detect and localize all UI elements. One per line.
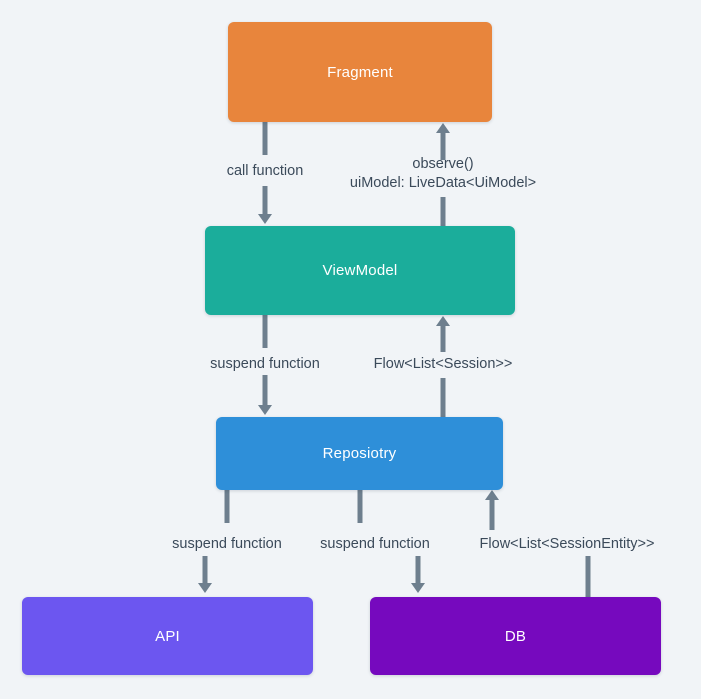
edge-viewmodel-to-fragment-shaft-lower bbox=[440, 197, 446, 226]
edge-fragment-to-viewmodel-shaft-upper bbox=[262, 122, 268, 155]
edge-viewmodel-to-fragment-shaft-upper bbox=[440, 133, 446, 160]
edge-fragment-to-viewmodel-shaft-lower bbox=[262, 186, 268, 216]
edge-repository-to-viewmodel-shaft-lower bbox=[440, 378, 446, 417]
edge-fragment-to-viewmodel-arrowhead bbox=[258, 214, 272, 224]
edge-label-observe-line1: observe() bbox=[412, 156, 474, 172]
edge-label-suspend-function-vm-repo: suspend function bbox=[210, 356, 320, 372]
edge-repository-to-api-shaft-upper bbox=[224, 490, 230, 523]
edge-label-observe-line2: uiModel: LiveData<UiModel> bbox=[349, 175, 537, 191]
edge-repository-to-viewmodel-shaft-upper bbox=[440, 326, 446, 352]
node-repository-label: Reposiotry bbox=[322, 445, 397, 462]
edge-repository-to-db-arrowhead bbox=[411, 583, 425, 593]
edge-viewmodel-to-fragment-arrowhead bbox=[436, 123, 450, 133]
edge-label-observe: observe() uiModel: LiveData<UiModel> bbox=[350, 155, 536, 193]
edge-repository-to-api-shaft-lower bbox=[202, 556, 208, 585]
node-api-label: API bbox=[155, 627, 180, 645]
edge-label-call-function: call function bbox=[226, 163, 304, 179]
node-api[interactable]: API bbox=[22, 597, 313, 675]
edge-label-suspend-function-repo-api: suspend function bbox=[172, 536, 282, 552]
edge-label-flow-list-sessionentity: Flow<List<SessionEntity>> bbox=[479, 536, 655, 552]
edge-label-suspend-function-repo-db: suspend function bbox=[320, 536, 430, 552]
edge-repository-to-viewmodel-arrowhead bbox=[436, 316, 450, 326]
edge-repository-to-db-shaft-lower bbox=[415, 556, 421, 585]
node-db-label: DB bbox=[504, 627, 527, 645]
edge-db-to-repository-shaft-lower bbox=[585, 556, 591, 597]
edge-db-to-repository-shaft-upper bbox=[489, 500, 495, 530]
edge-viewmodel-to-repository-arrowhead bbox=[258, 405, 272, 415]
edge-repository-to-db-shaft-upper bbox=[357, 490, 363, 523]
node-fragment[interactable]: Fragment bbox=[228, 22, 492, 122]
edge-viewmodel-to-repository-shaft-upper bbox=[262, 315, 268, 348]
node-viewmodel[interactable]: ViewModel bbox=[205, 226, 515, 315]
edge-label-flow-list-session: Flow<List<Session>> bbox=[373, 356, 513, 372]
edge-repository-to-api-arrowhead bbox=[198, 583, 212, 593]
node-db[interactable]: DB bbox=[370, 597, 661, 675]
edge-db-to-repository-arrowhead bbox=[485, 490, 499, 500]
node-repository[interactable]: Reposiotry bbox=[216, 417, 503, 490]
node-fragment-label: Fragment bbox=[327, 63, 393, 81]
edge-viewmodel-to-repository-shaft-lower bbox=[262, 375, 268, 407]
node-viewmodel-label: ViewModel bbox=[322, 262, 398, 279]
